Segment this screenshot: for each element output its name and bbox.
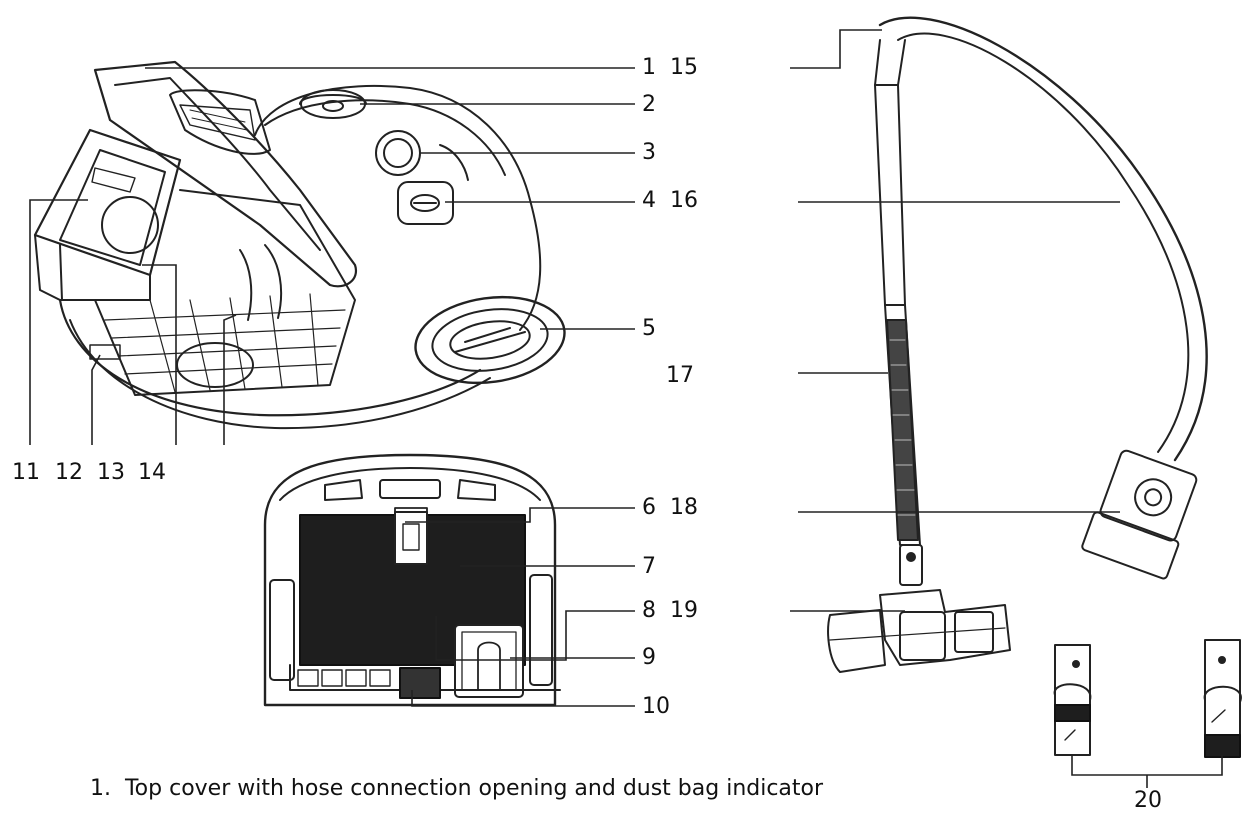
label-8-19: 8 19 xyxy=(642,598,698,623)
vacuum-body-open xyxy=(33,60,566,430)
brush-attachments xyxy=(1053,639,1242,758)
label-7: 7 xyxy=(642,554,656,579)
label-2: 2 xyxy=(642,92,656,117)
label-1-15: 1 15 xyxy=(642,55,698,80)
label-4-16: 4 16 xyxy=(642,188,698,213)
label-10: 10 xyxy=(642,694,670,719)
label-14: 14 xyxy=(138,460,166,485)
label-3: 3 xyxy=(642,140,656,165)
leader-lines xyxy=(29,29,1223,788)
label-6-18: 6 18 xyxy=(642,495,698,520)
label-20: 20 xyxy=(1134,788,1162,813)
label-5: 5 xyxy=(642,316,656,341)
label-12: 12 xyxy=(55,460,83,485)
label-9: 9 xyxy=(642,645,656,670)
parts-caption: 1. Top cover with hose connection openin… xyxy=(90,776,824,801)
label-11: 11 xyxy=(12,460,40,485)
label-13: 13 xyxy=(97,460,125,485)
label-17: 17 xyxy=(666,363,694,388)
vacuum-body-front xyxy=(263,453,561,707)
hose-tube-assembly xyxy=(827,16,1208,673)
